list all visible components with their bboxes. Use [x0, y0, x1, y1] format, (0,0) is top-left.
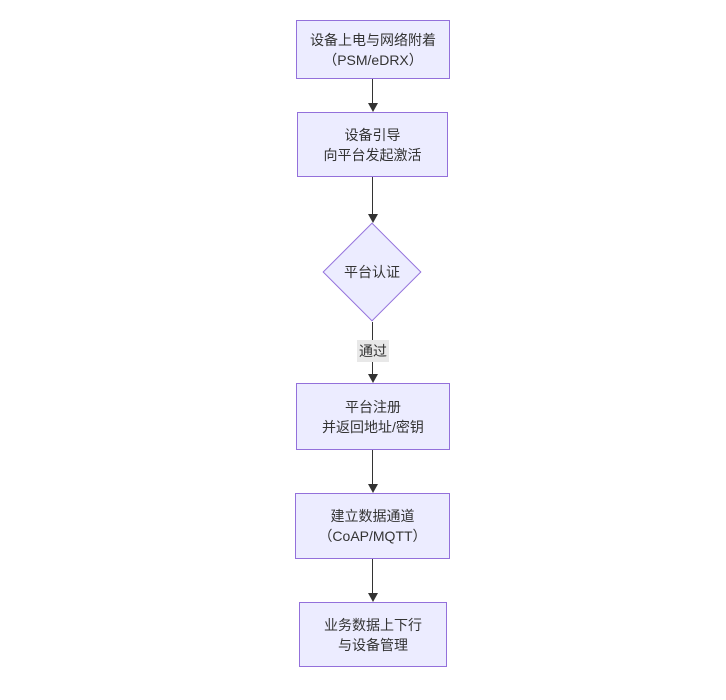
- edge-label-pass: 通过: [357, 340, 389, 362]
- node-bootstrap: 设备引导 向平台发起激活: [297, 112, 448, 177]
- arrowhead-register-to-channel: [368, 484, 378, 493]
- node-auth-label: 平台认证: [344, 264, 400, 280]
- edge-register-to-channel: [372, 450, 373, 484]
- node-business-line2: 与设备管理: [338, 636, 408, 653]
- node-power-attach-line2: （PSM/eDRX）: [323, 51, 423, 68]
- node-business-line1: 业务数据上下行: [324, 616, 422, 633]
- node-power-attach: 设备上电与网络附着 （PSM/eDRX）: [296, 20, 450, 79]
- node-bootstrap-line2: 向平台发起激活: [323, 146, 422, 163]
- edge-power-to-bootstrap: [372, 79, 373, 103]
- node-register-line1: 平台注册: [345, 398, 401, 415]
- arrowhead-auth-to-register: [368, 374, 378, 383]
- node-auth-decision: 平台认证: [322, 222, 422, 322]
- arrowhead-bootstrap-to-auth: [368, 214, 378, 223]
- arrowhead-channel-to-business: [368, 593, 378, 602]
- node-bootstrap-line1: 设备引导: [344, 126, 401, 143]
- edge-channel-to-business: [372, 559, 373, 593]
- node-business: 业务数据上下行 与设备管理: [299, 602, 447, 667]
- arrowhead-power-to-bootstrap: [368, 103, 378, 112]
- node-power-attach-line1: 设备上电与网络附着: [310, 31, 436, 48]
- node-channel: 建立数据通道 （CoAP/MQTT）: [295, 493, 450, 559]
- node-register-line2: 并返回地址/密钥: [322, 418, 424, 435]
- node-register: 平台注册 并返回地址/密钥: [296, 383, 450, 450]
- edge-bootstrap-to-auth: [372, 177, 373, 214]
- node-channel-line1: 建立数据通道: [330, 508, 415, 524]
- node-channel-line2: （CoAP/MQTT）: [318, 528, 427, 544]
